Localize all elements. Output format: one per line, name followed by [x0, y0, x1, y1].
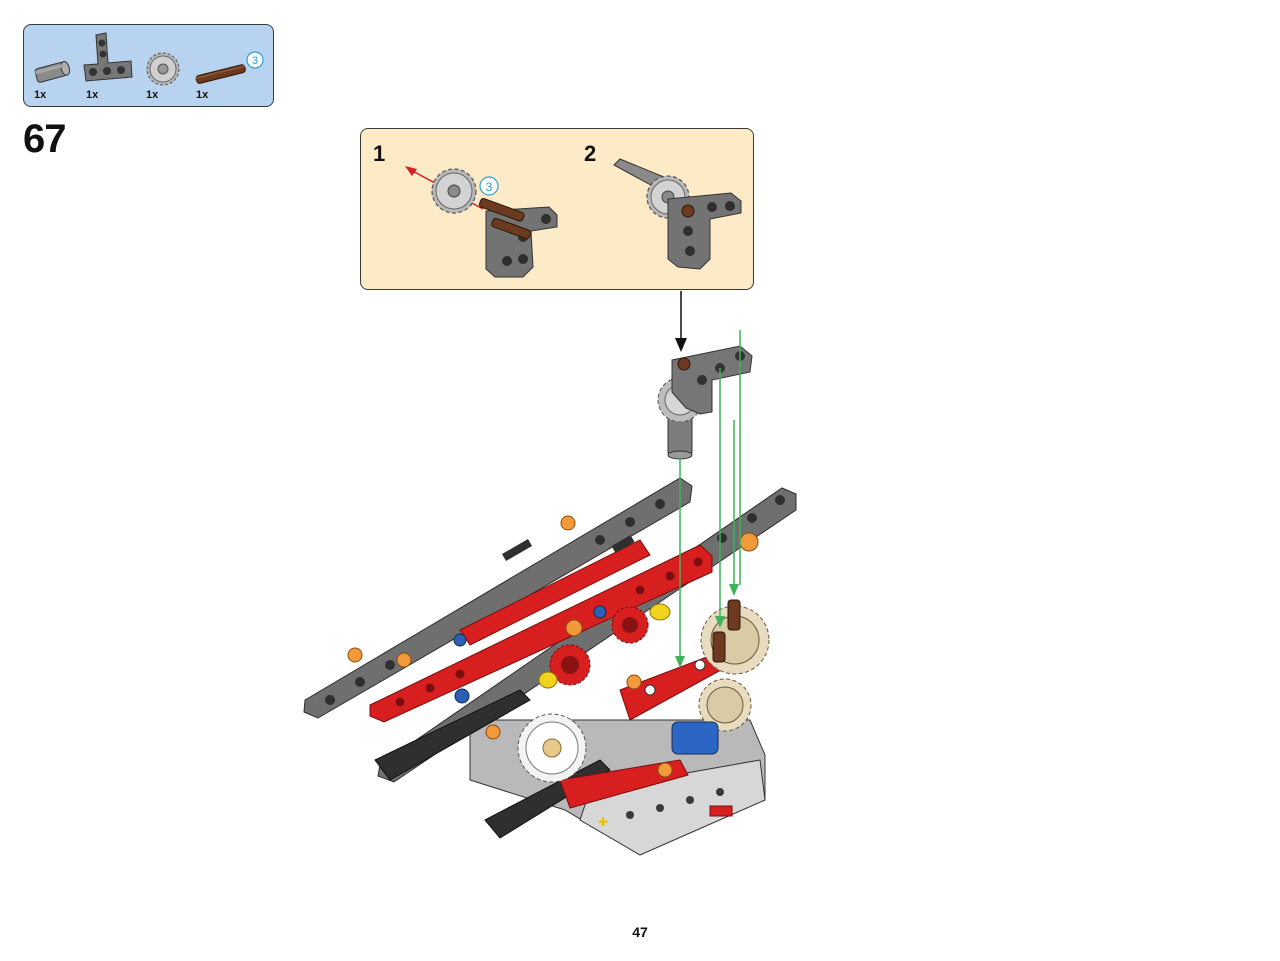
gear-icon: [431, 168, 477, 214]
incoming-subassembly: [657, 345, 753, 460]
black-beam: [374, 689, 531, 781]
guide-lines: [679, 330, 741, 658]
sub-step-1-illustration: 3: [405, 166, 558, 278]
part-quantity: 1x: [86, 89, 99, 101]
gear-icon: [698, 678, 752, 732]
parts-list-item: 1x: [76, 25, 136, 108]
part-quantity: 1x: [196, 89, 209, 101]
main-assembly-illustration: ✚: [303, 291, 797, 856]
axle-pin-gray-icon: [34, 61, 71, 83]
part-quantity: 1x: [146, 89, 159, 101]
red-beam: [559, 759, 689, 809]
axle-3-brown-icon: 3: [195, 51, 264, 84]
axle-length-label: 3: [252, 55, 258, 67]
axle-cross-icon: ✚: [598, 815, 608, 829]
sub-step-number: 2: [584, 141, 597, 166]
gear-icon: [517, 713, 587, 783]
parts-list-item: 3 1x: [186, 25, 274, 108]
red-beam: [459, 539, 651, 646]
arrow-down-icon: [675, 656, 685, 668]
sub-step-number: 1: [373, 141, 386, 166]
gear-icon: [611, 606, 649, 644]
page-number: 47: [632, 924, 648, 940]
arrow-down-icon: [715, 616, 725, 628]
sub-step-2-illustration: [613, 158, 742, 270]
gear-16-tooth-icon: [146, 52, 180, 86]
connector-pins: [347, 515, 759, 778]
sub-assembly-callout: 1 2 3: [360, 128, 754, 290]
brown-axle: [712, 631, 726, 663]
parts-list-item: 1x: [136, 25, 186, 108]
arrow-icon: [405, 166, 417, 176]
parts-list: 1x 1x 1x 3: [23, 24, 274, 107]
red-beam: [369, 544, 713, 723]
t-beam-gray-icon: [83, 32, 133, 82]
parts-list-item: 1x: [24, 25, 80, 108]
arrow-down-icon: [675, 338, 687, 352]
step-number: 67: [23, 117, 66, 161]
axle-length-label: 3: [486, 180, 493, 194]
brown-axle: [727, 599, 741, 631]
part-quantity: 1x: [34, 89, 47, 101]
gear-icon: [549, 644, 591, 686]
red-axle: [709, 805, 733, 817]
arrow-down-icon: [729, 584, 739, 596]
